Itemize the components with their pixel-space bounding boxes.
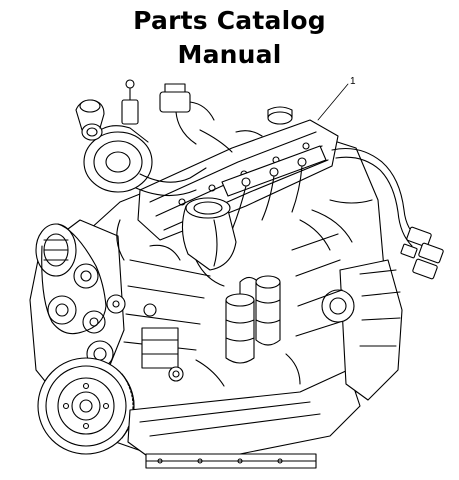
title-line-1: Parts Catalog [133,6,326,35]
engine-drawing-icon [29,79,444,469]
title-line-2: Manual [177,40,282,69]
callout-label: 1 [350,76,356,87]
